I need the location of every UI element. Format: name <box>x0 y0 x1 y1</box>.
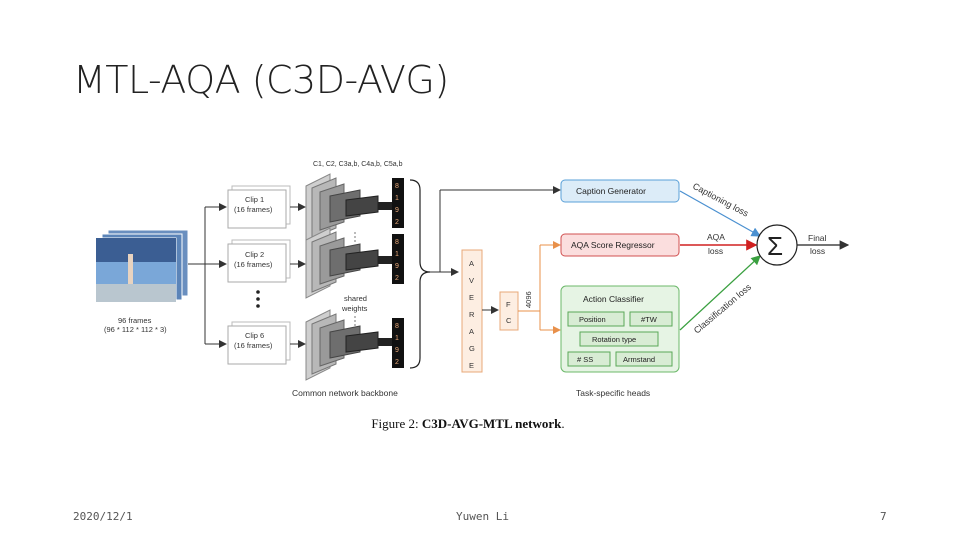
classification-loss-arrow <box>679 255 761 331</box>
footer-date: 2020/12/1 <box>73 510 133 523</box>
fc-dim-label: 4096 <box>524 291 533 308</box>
final-loss-label-2: loss <box>810 246 825 256</box>
footer-author: Yuwen Li <box>456 510 509 523</box>
slide-title: MTL-AQA (C3D-AVG) <box>73 58 449 102</box>
svg-text:2: 2 <box>395 359 399 366</box>
captioning-loss-label: Captioning loss <box>691 181 750 219</box>
clip-box-1: Clip 1 (16 frames) <box>227 185 291 229</box>
svg-text:#TW: #TW <box>641 315 658 324</box>
shared-weights-label-2: weights <box>341 304 368 313</box>
action-classifier-box <box>560 285 680 373</box>
caption-generator-label: Caption Generator <box>576 186 646 196</box>
conv-stack-6 <box>305 309 392 381</box>
figure-caption: Figure 2: C3D-AVG-MTL network. <box>371 416 565 431</box>
aqa-regressor-label: AQA Score Regressor <box>571 240 655 250</box>
tag-armstand <box>615 351 673 367</box>
svg-text:2: 2 <box>395 275 399 282</box>
clip-2-frames: (16 frames) <box>234 260 273 269</box>
svg-text:R: R <box>469 310 475 319</box>
svg-text:Position: Position <box>579 315 606 324</box>
input-frames-label: 96 frames <box>118 316 152 325</box>
conv-stack-2 <box>305 227 392 299</box>
clip-1-frames: (16 frames) <box>234 205 273 214</box>
tag-tw <box>629 311 673 327</box>
clip-2-name: Clip 2 <box>245 250 264 259</box>
clip-6-frames: (16 frames) <box>234 341 273 350</box>
sum-symbol: Σ <box>767 231 783 261</box>
svg-text:9: 9 <box>395 347 399 354</box>
svg-text:8: 8 <box>395 323 399 330</box>
average-label: A V E R A G E <box>469 259 475 370</box>
svg-text:1: 1 <box>395 195 399 202</box>
captioning-loss-arrow <box>679 190 762 237</box>
clip-box-2: Clip 2 (16 frames) <box>227 239 291 283</box>
svg-text:Rotation type: Rotation type <box>592 335 636 344</box>
svg-text:E: E <box>469 361 474 370</box>
svg-text:9: 9 <box>395 263 399 270</box>
tag-position <box>567 311 625 327</box>
final-loss-label-1: Final <box>808 233 827 243</box>
svg-text:1: 1 <box>395 335 399 342</box>
input-video-frames <box>95 229 189 303</box>
clip-1-name: Clip 1 <box>245 195 264 204</box>
svg-text:V: V <box>469 276 474 285</box>
svg-text:A: A <box>469 259 474 268</box>
aqa-loss-label-2: loss <box>708 246 723 256</box>
heads-label: Task-specific heads <box>576 388 650 398</box>
svg-text:Armstand: Armstand <box>623 355 655 364</box>
backbone-label: Common network backbone <box>292 388 398 398</box>
svg-text:A: A <box>469 327 474 336</box>
clip-ellipsis <box>256 290 260 308</box>
svg-text:# SS: # SS <box>577 355 593 364</box>
feature-vector-6: 8 1 9 2 <box>392 318 404 368</box>
clip-box-6: Clip 6 (16 frames) <box>227 321 291 365</box>
shared-weights-label-1: shared <box>344 294 367 303</box>
svg-text:8: 8 <box>395 239 399 246</box>
fc-label-f: F <box>506 300 511 309</box>
merge-brace <box>409 179 431 369</box>
aqa-loss-label-1: AQA <box>707 232 725 242</box>
conv-stack-1 <box>305 173 392 245</box>
layers-label: C1, C2, C3a,b, C4a,b, C5a,b <box>313 161 403 168</box>
action-classifier-label: Action Classifier <box>583 294 644 304</box>
svg-text:G: G <box>469 344 475 353</box>
clip-6-name: Clip 6 <box>245 331 264 340</box>
svg-text:9: 9 <box>395 207 399 214</box>
aqa-regressor-box <box>560 233 680 257</box>
caption-generator-box <box>560 179 680 203</box>
classification-loss-label: Classification loss <box>692 282 754 336</box>
fc-label-c: C <box>506 316 512 325</box>
feature-vector-1: 8 1 9 2 <box>392 178 404 228</box>
footer-page-number: 7 <box>880 510 887 523</box>
feature-vector-2: 8 1 9 2 <box>392 234 404 284</box>
average-box <box>461 249 483 373</box>
svg-text:8: 8 <box>395 183 399 190</box>
tag-ss <box>567 351 611 367</box>
input-dims-label: (96 * 112 * 112 * 3) <box>104 325 167 334</box>
svg-text:1: 1 <box>395 251 399 258</box>
svg-text:2: 2 <box>395 219 399 226</box>
tag-rotation-type <box>579 331 659 347</box>
svg-text:E: E <box>469 293 474 302</box>
